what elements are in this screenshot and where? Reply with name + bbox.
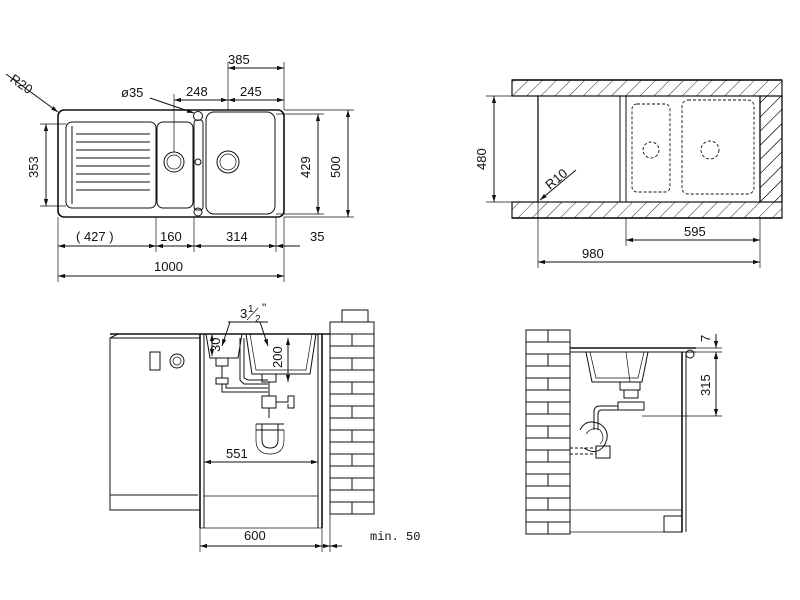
dim-248: 248 bbox=[186, 84, 208, 99]
dim-7: 7 bbox=[698, 335, 713, 342]
dim-160: 160 bbox=[160, 229, 182, 244]
radius-r20-label: R20 bbox=[7, 71, 35, 97]
dim-30: 30 bbox=[208, 338, 223, 352]
dim-427: ( 427 ) bbox=[76, 229, 114, 244]
dim-551: 551 bbox=[226, 446, 248, 461]
pipe-size-num: 1 bbox=[248, 304, 254, 315]
dim-595: 595 bbox=[684, 224, 706, 239]
dim-353: 353 bbox=[26, 156, 41, 178]
dim-500: 500 bbox=[328, 156, 343, 178]
dim-35: 35 bbox=[310, 229, 324, 244]
min-50-label: min. 50 bbox=[370, 530, 420, 544]
side-trap bbox=[579, 421, 608, 452]
cabinet-cutout-view: 480 R10 595 980 bbox=[474, 79, 783, 268]
sink-outline bbox=[57, 109, 285, 218]
side-bowl-section bbox=[585, 351, 649, 383]
dashed-large-bowl bbox=[681, 99, 755, 195]
brick-wall-side bbox=[525, 329, 571, 535]
small-bowl bbox=[156, 121, 194, 209]
large-bowl-section bbox=[245, 333, 317, 375]
brick-wall-front bbox=[329, 309, 375, 515]
dim-600: 600 bbox=[244, 528, 266, 543]
large-bowl bbox=[205, 111, 276, 215]
pipe-size-den: 2 bbox=[255, 314, 261, 325]
dim-200: 200 bbox=[270, 346, 285, 368]
sink-top-view: R20 ø35 385 248 245 353 429 500 bbox=[5, 52, 354, 282]
dashed-small-bowl bbox=[631, 103, 671, 193]
side-section-view: 7 315 bbox=[525, 329, 722, 535]
dim-480: 480 bbox=[474, 148, 489, 170]
dim-429: 429 bbox=[298, 156, 313, 178]
pipe-size-mark: " bbox=[262, 301, 266, 315]
front-section-view: 3 1 2 " 30 200 551 bbox=[109, 301, 420, 552]
dim-315: 315 bbox=[698, 374, 713, 396]
tap-hole-lower bbox=[193, 207, 203, 217]
dim-385: 385 bbox=[228, 52, 250, 67]
dim-314: 314 bbox=[226, 229, 248, 244]
u-trap bbox=[261, 424, 279, 449]
pipe-size-main: 3 bbox=[240, 306, 247, 321]
trap-branch bbox=[276, 395, 295, 409]
appliance-control bbox=[149, 351, 161, 371]
hole-diameter-label: ø35 bbox=[121, 85, 143, 100]
drainboard bbox=[65, 121, 157, 209]
dim-245: 245 bbox=[240, 84, 262, 99]
appliance-knob bbox=[169, 353, 185, 369]
dim-980: 980 bbox=[582, 246, 604, 261]
tap-hole bbox=[193, 111, 203, 121]
dim-1000: 1000 bbox=[154, 259, 183, 274]
